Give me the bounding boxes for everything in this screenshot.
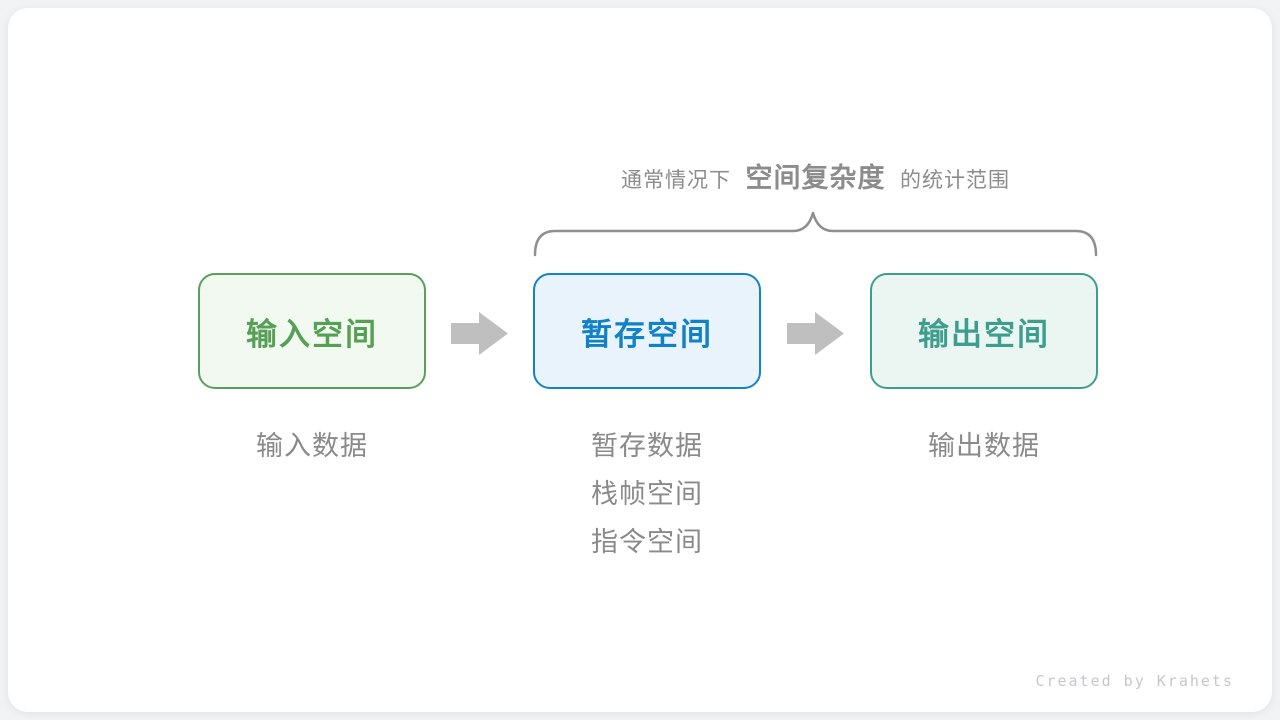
annotation-suffix: 的统计范围 (899, 169, 1010, 192)
credit-text: Created by Krahets (1035, 672, 1234, 690)
list-item: 暂存数据 (591, 431, 703, 461)
temp-space-box: 暂存空间 (533, 273, 761, 389)
scope-brace-icon (528, 205, 1103, 260)
arrow-right-icon (451, 312, 508, 355)
diagram-card: 通常情况下 空间复杂度 的统计范围 输入空间 暂存空间 输出空间 输入 (8, 8, 1272, 712)
scope-annotation: 通常情况下 空间复杂度 的统计范围 (528, 156, 1103, 195)
list-item: 输出数据 (928, 431, 1040, 461)
output-space-label: 输出空间 (918, 316, 1050, 352)
input-space-label: 输入空间 (246, 316, 378, 352)
input-space-box: 输入空间 (198, 273, 426, 389)
temp-data-label-list: 暂存数据 栈帧空间 指令空间 (533, 422, 761, 566)
output-data-label: 输出数据 (870, 422, 1098, 470)
annotation-highlight: 空间复杂度 (745, 163, 886, 193)
annotation-prefix: 通常情况下 (621, 169, 732, 192)
list-item: 指令空间 (591, 527, 703, 557)
temp-space-label: 暂存空间 (581, 316, 713, 352)
list-item: 栈帧空间 (591, 479, 703, 509)
arrow-right-icon (787, 312, 844, 355)
output-space-box: 输出空间 (870, 273, 1098, 389)
list-item: 输入数据 (256, 431, 368, 461)
input-data-label: 输入数据 (198, 422, 426, 470)
